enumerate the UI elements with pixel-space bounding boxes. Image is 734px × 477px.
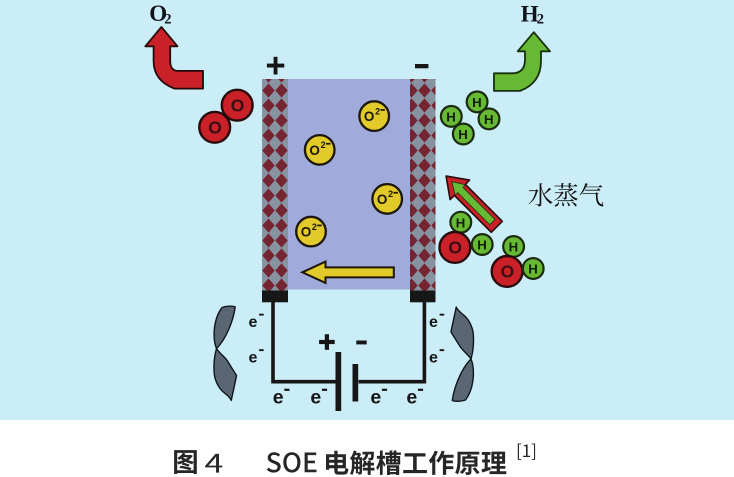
svg-text:O: O [309,143,320,158]
svg-text:e: e [273,387,284,409]
svg-text:e: e [370,387,381,409]
svg-text:e: e [429,350,438,367]
svg-text:H: H [472,95,482,110]
svg-text:H: H [521,1,539,26]
svg-text:e: e [249,314,258,331]
svg-text:H: H [477,238,487,253]
svg-text:O: O [448,238,462,258]
svg-text:H: H [509,240,519,255]
svg-text:e: e [249,350,258,367]
svg-text:2: 2 [321,140,326,150]
svg-text:2: 2 [388,189,393,199]
svg-text:e: e [310,387,321,409]
svg-text:O: O [501,262,515,282]
svg-text:2: 2 [164,11,171,27]
svg-text:O: O [364,109,375,124]
svg-text:H: H [456,215,466,230]
svg-text:2: 2 [312,222,317,232]
svg-text:H: H [458,127,468,142]
svg-text:O: O [149,1,167,26]
svg-text:H: H [528,262,538,277]
svg-text:2: 2 [375,106,380,116]
svg-text:O: O [208,118,222,138]
svg-text:O: O [231,95,245,115]
svg-text:e: e [429,314,438,331]
svg-text:H: H [484,112,494,127]
svg-text:O: O [377,192,388,207]
svg-text:H: H [446,110,456,125]
svg-text:O: O [301,225,312,240]
svg-text:e: e [406,387,417,409]
svg-text:2: 2 [537,12,544,28]
